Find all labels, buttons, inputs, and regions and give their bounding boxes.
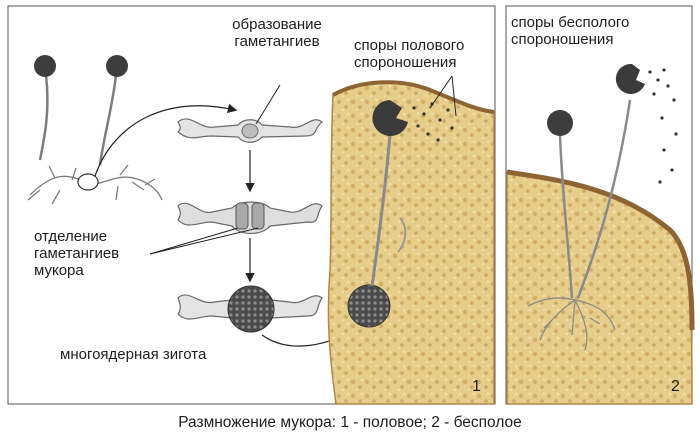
label-gametangia-separation: отделение гаметангиев мукора bbox=[34, 228, 120, 279]
sporangium-left-2 bbox=[106, 55, 128, 77]
panel-1-frame bbox=[7, 5, 496, 405]
rhizoids-2 bbox=[527, 297, 616, 351]
sporangium-open-1 bbox=[372, 100, 408, 136]
label-asexual-spores: споры бесполого спороношения bbox=[511, 14, 630, 48]
bread-piece-2 bbox=[506, 171, 693, 405]
mycelium-left bbox=[27, 74, 163, 205]
pointer-separation-2 bbox=[149, 227, 259, 255]
figure-caption: Размножение мукора: 1 - половое; 2 - бес… bbox=[178, 414, 522, 431]
hypha-squiggle bbox=[397, 217, 407, 253]
gametangia-contact-circle bbox=[77, 173, 99, 191]
pointer-sexual-spores-1 bbox=[429, 75, 453, 109]
zygote-germinating bbox=[347, 284, 391, 328]
pointer-sexual-spores-2 bbox=[451, 75, 457, 117]
label-sexual-spores: споры полового спороношения bbox=[354, 37, 465, 71]
sporangium-2b-open bbox=[615, 63, 645, 94]
arrow-to-formation bbox=[94, 103, 238, 177]
stage-zygote bbox=[177, 285, 323, 333]
sporangiophore-1 bbox=[370, 134, 392, 287]
sporangiophore-2a bbox=[558, 134, 574, 299]
bread-piece-1 bbox=[327, 81, 495, 405]
sporangium-2a bbox=[547, 110, 573, 136]
pointer-separation-1 bbox=[149, 227, 239, 255]
bread-crust-2 bbox=[506, 169, 695, 331]
sporangiophore-2b bbox=[576, 99, 632, 299]
bread-crust-1 bbox=[332, 80, 495, 114]
panel-1-number: 1 bbox=[472, 378, 481, 395]
label-multinuclear-zygote: многоядерная зигота bbox=[60, 346, 207, 363]
stage-gametangia-formation bbox=[177, 118, 323, 143]
pointer-formation bbox=[255, 84, 281, 125]
stage-gametangia-separation bbox=[177, 201, 323, 235]
panel-2-number: 2 bbox=[671, 378, 680, 395]
spores-asexual bbox=[648, 68, 678, 184]
label-gametangia-formation: образование гаметангиев bbox=[232, 16, 322, 50]
sporangium-left-1 bbox=[34, 55, 56, 77]
